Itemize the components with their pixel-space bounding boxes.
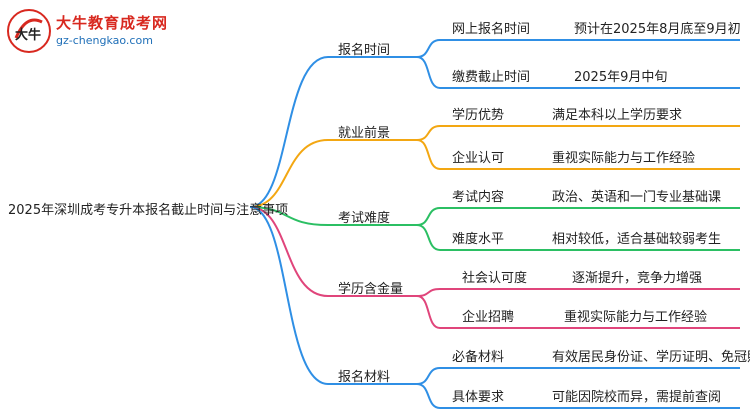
branch-label: 报名时间 xyxy=(338,43,391,58)
leaf-value: 2025年9月中旬 xyxy=(574,70,668,85)
leaf-key: 企业招聘 xyxy=(462,310,515,325)
leaf-connector xyxy=(416,224,740,251)
leaf-key: 必备材料 xyxy=(452,350,505,365)
branch-label: 学历含金量 xyxy=(338,282,404,297)
root-topic: 2025年深圳成考专升本报名截止时间与注意事项 xyxy=(8,203,289,218)
leaf-value: 政治、英语和一门专业基础课 xyxy=(552,190,722,205)
branch-label: 就业前景 xyxy=(338,126,391,141)
leaf-key: 网上报名时间 xyxy=(452,22,531,37)
leaf-value: 逐渐提升，竞争力增强 xyxy=(572,271,703,286)
leaf-connector xyxy=(416,295,740,329)
leaf-key: 难度水平 xyxy=(452,232,505,247)
leaf-connector xyxy=(416,367,740,385)
leaf-value: 可能因院校而异，需提前查阅 xyxy=(552,390,722,405)
logo-title: 大牛教育成考网 xyxy=(56,14,169,32)
svg-text:大牛: 大牛 xyxy=(15,27,41,43)
leaf-key: 学历优势 xyxy=(452,108,505,123)
branch-connector xyxy=(249,206,417,226)
leaf-connector xyxy=(416,139,740,170)
leaf-connector xyxy=(416,39,740,58)
leaf-connector xyxy=(416,56,740,89)
leaf-key: 考试内容 xyxy=(452,190,505,205)
leaf-value: 满足本科以上学历要求 xyxy=(552,108,683,123)
branch-connector xyxy=(249,206,417,385)
branch-connector xyxy=(249,206,417,297)
logo-url: gz-chengkao.com xyxy=(56,34,153,47)
leaf-value: 相对较低，适合基础较弱考生 xyxy=(552,232,722,247)
site-logo: 大牛 大牛教育成考网 gz-chengkao.com xyxy=(6,8,176,56)
branch-label: 考试难度 xyxy=(338,211,391,226)
leaf-key: 企业认可 xyxy=(452,151,505,166)
branch-connector xyxy=(249,56,417,208)
leaf-value: 重视实际能力与工作经验 xyxy=(564,310,708,325)
leaf-value: 有效居民身份证、学历证明、免冠照片 xyxy=(552,350,750,365)
leaf-connector xyxy=(416,383,740,409)
leaf-connector xyxy=(416,125,740,141)
branch-label: 报名材料 xyxy=(338,370,391,385)
leaf-key: 社会认可度 xyxy=(462,271,528,286)
leaf-connector xyxy=(416,207,740,226)
leaf-value: 预计在2025年8月底至9月初 xyxy=(574,22,741,37)
branch-connector xyxy=(249,139,417,208)
logo-mark-icon: 大牛 xyxy=(7,9,51,53)
leaf-value: 重视实际能力与工作经验 xyxy=(552,151,696,166)
leaf-connector xyxy=(416,288,740,297)
leaf-key: 缴费截止时间 xyxy=(452,70,531,85)
leaf-key: 具体要求 xyxy=(452,390,505,405)
